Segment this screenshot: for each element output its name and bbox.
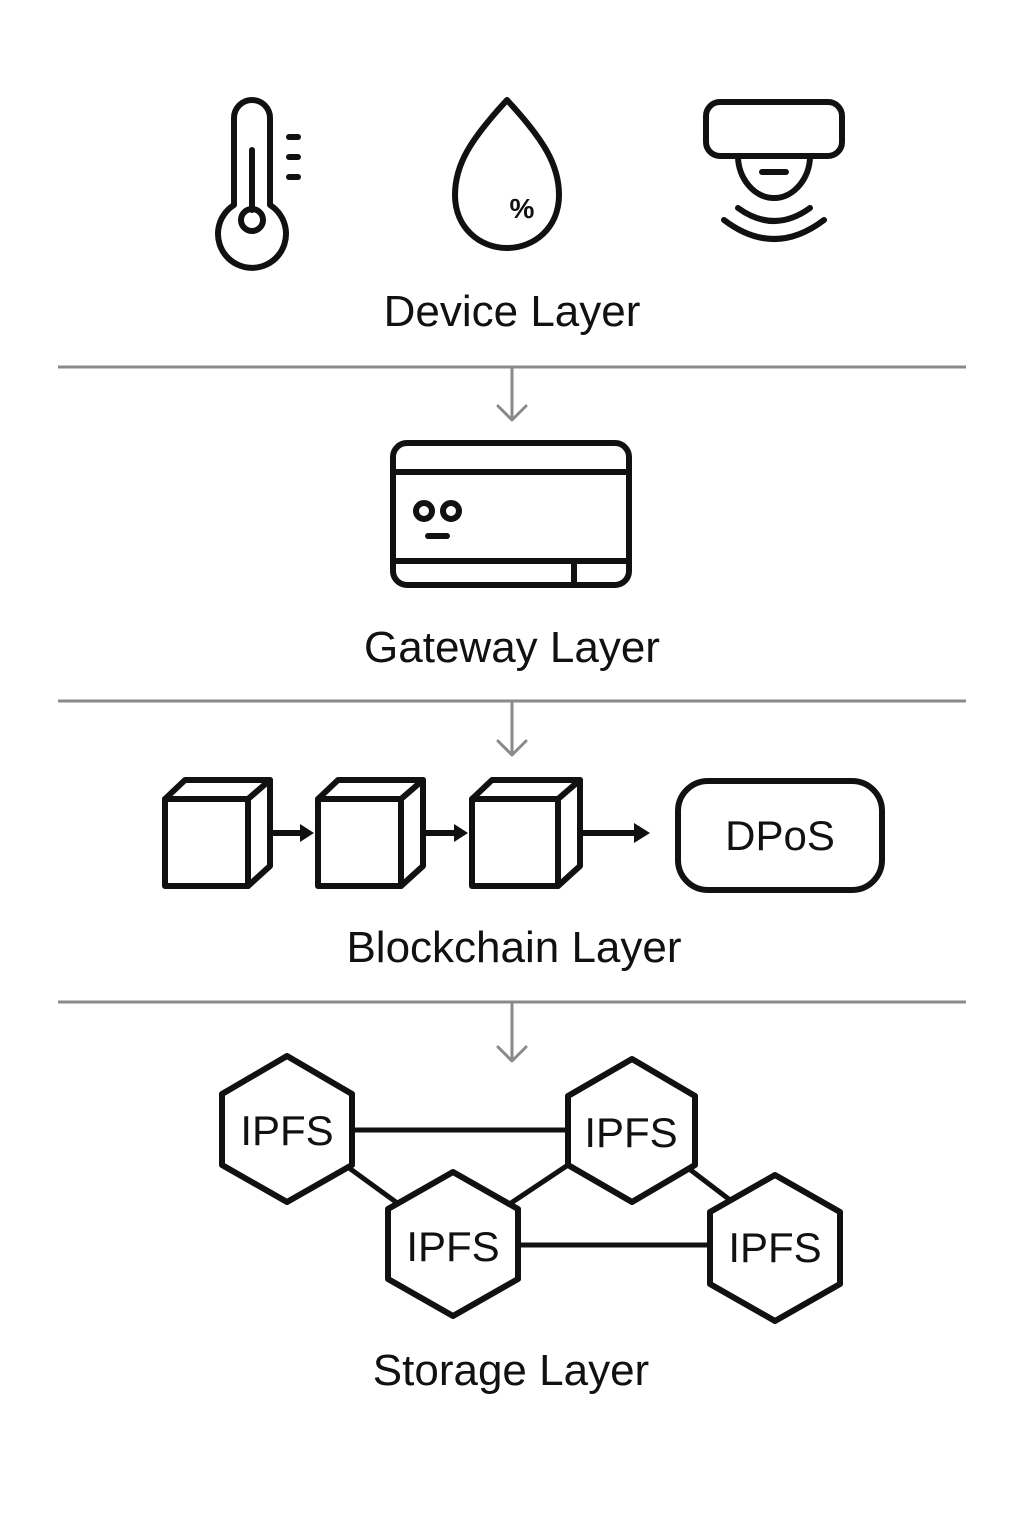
link-ipfs-1-3 xyxy=(343,1162,402,1208)
dpos-label: DPoS xyxy=(725,812,835,859)
dpos-consensus-box: DPoS xyxy=(675,778,885,893)
gateway-layer: Gateway Layer xyxy=(364,440,660,672)
device-layer-label: Device Layer xyxy=(384,287,641,336)
ipfs-node-1: IPFS xyxy=(219,1053,355,1205)
motion-sensor-icon xyxy=(703,99,845,242)
link-ipfs-2-4 xyxy=(686,1166,732,1202)
arrow-down-1 xyxy=(496,367,528,422)
ipfs-node-2: IPFS xyxy=(565,1056,698,1205)
blockchain-layer: DPoS Blockchain Layer xyxy=(162,777,885,972)
ipfs-node-4: IPFS xyxy=(707,1172,843,1324)
device-layer: % Device Layer xyxy=(215,97,845,336)
block-cube-icon xyxy=(162,777,273,889)
ipfs-node-label: IPFS xyxy=(406,1223,499,1270)
chain-arrow-3 xyxy=(579,823,650,843)
ipfs-node-3: IPFS xyxy=(385,1169,521,1319)
arrow-down-2 xyxy=(496,701,528,757)
humidity-percent-symbol: % xyxy=(510,193,535,224)
humidity-drop-icon: % xyxy=(452,97,562,251)
ipfs-node-label: IPFS xyxy=(240,1107,333,1154)
chain-arrow-2 xyxy=(422,824,468,842)
storage-layer: IPFS IPFS IPFS IPFS Storage Layer xyxy=(219,1053,843,1395)
ipfs-connections xyxy=(343,1127,732,1248)
gateway-layer-label: Gateway Layer xyxy=(364,623,660,672)
ipfs-node-label: IPFS xyxy=(728,1224,821,1271)
gateway-device-icon xyxy=(390,440,632,588)
link-ipfs-3-2 xyxy=(506,1162,570,1208)
block-cube-icon xyxy=(315,777,426,889)
arrow-down-3 xyxy=(496,1002,528,1063)
blockchain-layer-label: Blockchain Layer xyxy=(346,923,681,972)
chain-arrow-1 xyxy=(269,824,314,842)
block-cube-icon xyxy=(469,777,583,889)
thermometer-icon xyxy=(215,97,301,271)
ipfs-node-label: IPFS xyxy=(584,1109,677,1156)
storage-layer-label: Storage Layer xyxy=(373,1346,649,1395)
